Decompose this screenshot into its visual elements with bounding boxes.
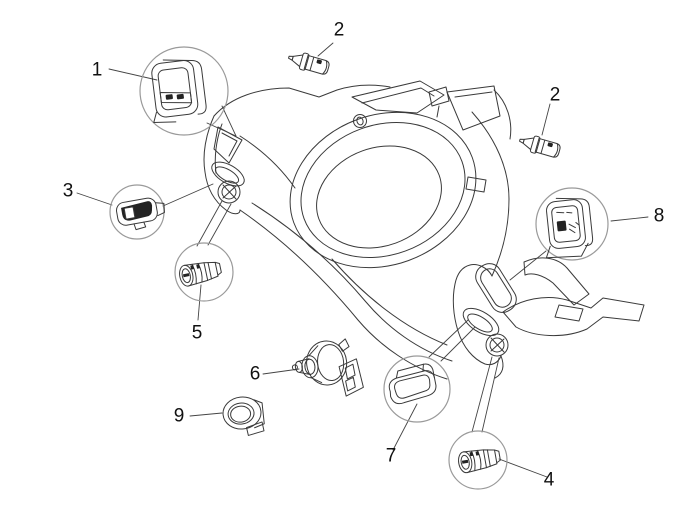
callout-circles xyxy=(109,46,609,490)
blanking-cap-part-7 xyxy=(388,363,437,405)
leader-label-7 xyxy=(392,403,418,451)
right-bracket-shapes xyxy=(502,257,645,337)
callout-circle-7 xyxy=(383,355,451,423)
leader-circle3-pod xyxy=(162,183,214,207)
callout-circle-1 xyxy=(139,46,229,136)
callout-circle-4 xyxy=(448,430,508,490)
push-button-switch-part-4 xyxy=(456,445,502,475)
callout-label-6: 6 xyxy=(249,363,261,385)
leader-circle8-pod xyxy=(509,250,547,281)
instrument-opening-outer xyxy=(289,111,477,269)
leader-label-9 xyxy=(189,412,223,417)
ring-bezel-part-9 xyxy=(222,396,265,436)
leader-pod-circle4-b xyxy=(481,357,500,433)
callout-label-3: 3 xyxy=(62,180,74,202)
right-switch-pod xyxy=(452,263,517,379)
push-button-switch-part-5 xyxy=(177,257,224,288)
leader-label-2-top xyxy=(317,42,334,57)
leader-pod-circle7-a xyxy=(428,319,469,358)
handlebar-cover-drawing xyxy=(203,80,645,380)
instrument-opening-inner xyxy=(300,122,466,258)
leader-label-3 xyxy=(76,192,113,206)
leader-lines xyxy=(76,42,649,478)
callout-label-9: 9 xyxy=(173,405,185,427)
callout-label-5: 5 xyxy=(191,322,203,344)
slide-switch-part-3 xyxy=(116,197,165,231)
callout-circle-8 xyxy=(535,187,609,261)
leader-label-2-right xyxy=(541,103,551,136)
rocker-switch-part-8 xyxy=(545,197,594,259)
instrument-opening-depth xyxy=(316,145,442,249)
leader-pod-circle5-a xyxy=(196,200,223,247)
bulb-holder-part-6 xyxy=(291,338,364,397)
leader-label-6 xyxy=(262,368,300,375)
callout-label-1: 1 xyxy=(91,59,103,81)
leader-label-1 xyxy=(108,68,158,81)
callout-circle-5 xyxy=(174,242,234,302)
callout-label-4: 4 xyxy=(543,469,555,491)
callout-label-2-top: 2 xyxy=(333,19,345,41)
leader-circle1-tail-b xyxy=(221,105,237,137)
callout-label-8: 8 xyxy=(653,205,665,227)
callout-label-2-right: 2 xyxy=(549,84,561,106)
leader-pod-circle5-b xyxy=(207,203,232,246)
leader-label-5 xyxy=(197,284,202,321)
leader-pod-circle4-a xyxy=(471,356,493,433)
leader-label-8 xyxy=(610,216,649,222)
leader-pod-circle7-b xyxy=(440,326,476,362)
screw-boss xyxy=(353,114,367,128)
left-switch-pod xyxy=(203,115,245,215)
rocker-switch-part-1 xyxy=(151,59,207,124)
callout-label-7: 7 xyxy=(385,445,397,467)
bulb-part-2-top xyxy=(285,48,332,78)
bulb-part-2-right xyxy=(516,131,563,161)
